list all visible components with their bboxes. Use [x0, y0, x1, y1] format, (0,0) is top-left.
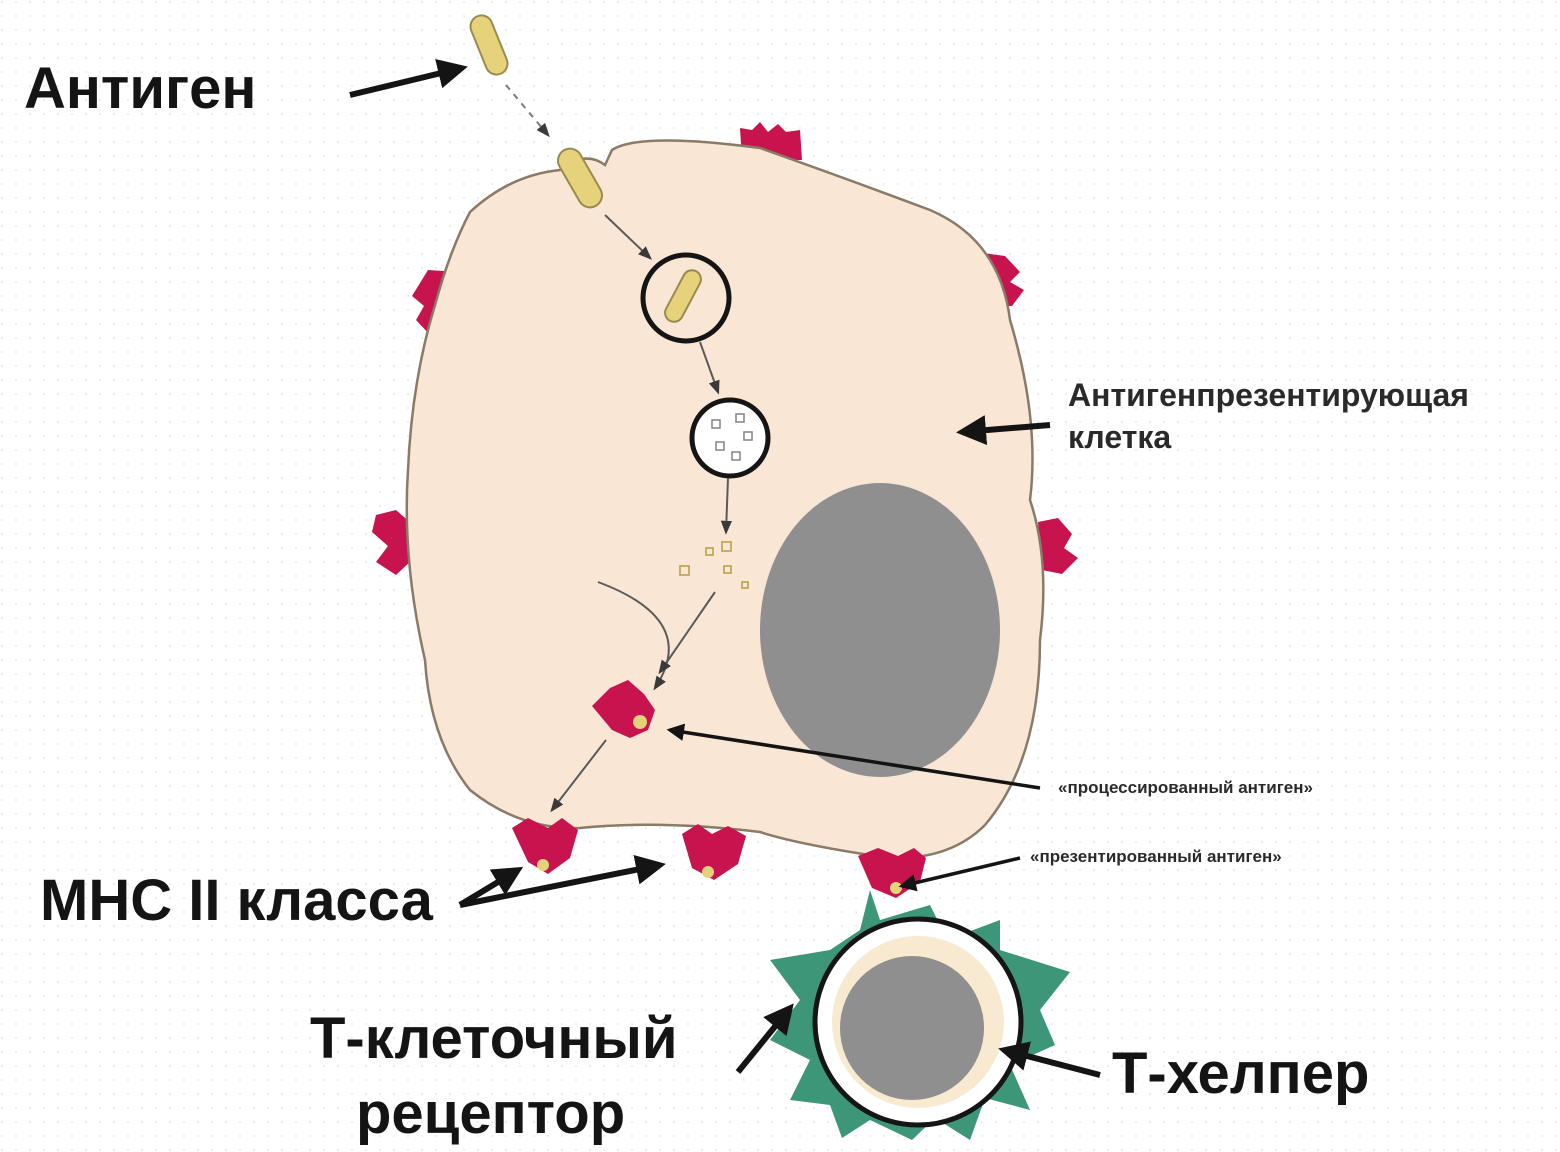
label-tcr-line2: рецептор: [356, 1081, 625, 1146]
processed-antigen-dot: [633, 715, 647, 729]
nucleus: [760, 483, 1000, 777]
presented-antigen-dot: [702, 866, 714, 878]
label-mhc-class-ii: MHC II класса: [40, 868, 434, 933]
label-apc-line2: клетка: [1068, 419, 1171, 455]
label-antigen: Антиген: [24, 56, 256, 121]
label-apc-line1: Антигенпрезентирующая: [1068, 377, 1469, 413]
phagolysosome: [692, 400, 768, 476]
label-processed-antigen: «процессированный антиген»: [1058, 778, 1313, 797]
presented-antigen-dot: [890, 882, 902, 894]
label-presented-antigen: «презентированный антиген»: [1030, 847, 1282, 866]
label-t-helper: Т-хелпер: [1112, 1041, 1369, 1106]
t-helper-nucleus: [840, 956, 984, 1100]
label-tcr-line1: Т-клеточный: [310, 1006, 678, 1071]
presented-antigen-dot: [537, 859, 549, 871]
